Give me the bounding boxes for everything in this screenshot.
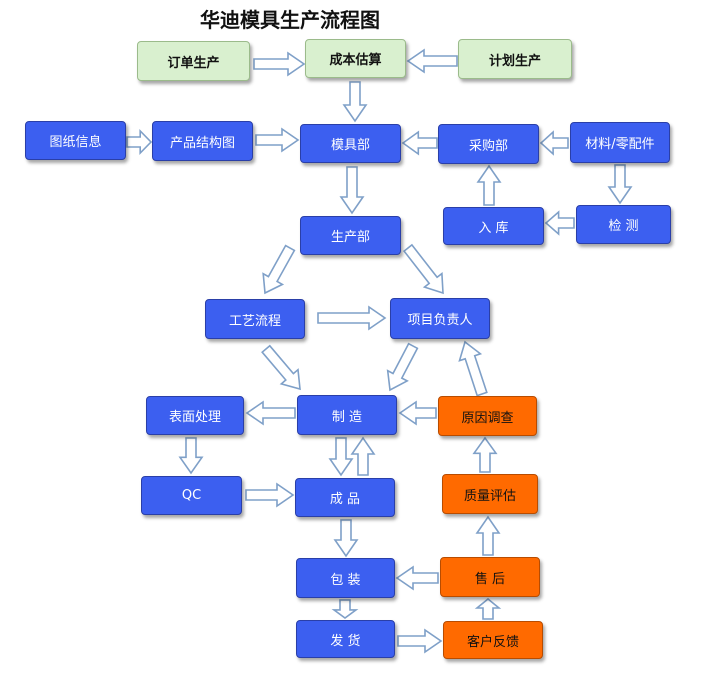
arrow-product-to-pack bbox=[333, 519, 359, 558]
arrow-feedback-to-aftersale bbox=[474, 597, 502, 620]
node-product: 成 品 bbox=[295, 478, 395, 517]
arrow-surface-to-qc bbox=[178, 437, 204, 475]
arrow-cause-to-pm bbox=[458, 340, 488, 397]
node-surface: 表面处理 bbox=[146, 396, 244, 435]
node-pack: 包 装 bbox=[296, 558, 395, 598]
node-production: 生产部 bbox=[300, 216, 401, 255]
node-aftersale: 售 后 bbox=[440, 557, 540, 597]
arrow-aftersale-to-quality bbox=[475, 515, 501, 556]
arrow-storage-to-purchase bbox=[476, 164, 502, 206]
arrow-pack-to-ship bbox=[331, 599, 359, 619]
arrow-process-to-make bbox=[261, 344, 301, 391]
node-structure: 产品结构图 bbox=[152, 121, 253, 161]
node-order: 订单生产 bbox=[137, 41, 250, 81]
node-material: 材料/零配件 bbox=[570, 122, 670, 163]
node-make: 制 造 bbox=[297, 395, 397, 435]
node-feedback: 客户反馈 bbox=[443, 621, 543, 659]
arrow-ship-to-feedback bbox=[397, 628, 443, 654]
arrow-order-to-cost bbox=[253, 51, 306, 77]
arrow-make-to-product bbox=[328, 437, 354, 477]
arrow-purchase-to-mold bbox=[401, 130, 438, 156]
arrow-mold-to-production bbox=[339, 166, 365, 215]
diagram-title: 华迪模具生产流程图 bbox=[200, 8, 380, 32]
arrow-plan-to-cost bbox=[406, 48, 458, 74]
node-inspect: 检 测 bbox=[576, 205, 671, 244]
node-process: 工艺流程 bbox=[205, 299, 305, 339]
arrow-material-to-purchase bbox=[539, 130, 569, 156]
arrow-production-to-process bbox=[262, 244, 296, 295]
node-storage: 入 库 bbox=[443, 207, 544, 245]
node-qc: QC bbox=[141, 476, 242, 515]
node-pm: 项目负责人 bbox=[390, 298, 490, 339]
arrow-pm-to-make bbox=[386, 342, 419, 392]
arrow-product-to-make bbox=[350, 436, 376, 476]
node-quality: 质量评估 bbox=[442, 474, 538, 514]
arrow-qc-to-product bbox=[245, 482, 295, 508]
arrow-aftersale-to-pack bbox=[395, 565, 439, 591]
arrow-make-to-surface bbox=[245, 400, 296, 426]
arrow-material-to-inspect bbox=[607, 164, 633, 205]
node-ship: 发 货 bbox=[296, 620, 395, 658]
node-plan: 计划生产 bbox=[458, 39, 572, 79]
arrow-drawing-to-structure bbox=[126, 129, 153, 155]
node-cost: 成本估算 bbox=[305, 39, 406, 78]
node-mold: 模具部 bbox=[300, 124, 401, 163]
arrow-cause-to-make bbox=[398, 400, 437, 426]
arrow-cost-to-mold bbox=[342, 81, 368, 123]
arrow-process-to-pm bbox=[317, 305, 387, 331]
node-purchase: 采购部 bbox=[438, 124, 539, 164]
arrow-production-to-pm bbox=[402, 243, 444, 295]
node-drawing: 图纸信息 bbox=[25, 121, 126, 160]
node-cause: 原因调查 bbox=[438, 396, 537, 436]
arrow-inspect-to-storage bbox=[544, 210, 575, 236]
arrow-quality-to-cause bbox=[472, 436, 498, 473]
arrow-structure-to-mold bbox=[255, 127, 300, 153]
